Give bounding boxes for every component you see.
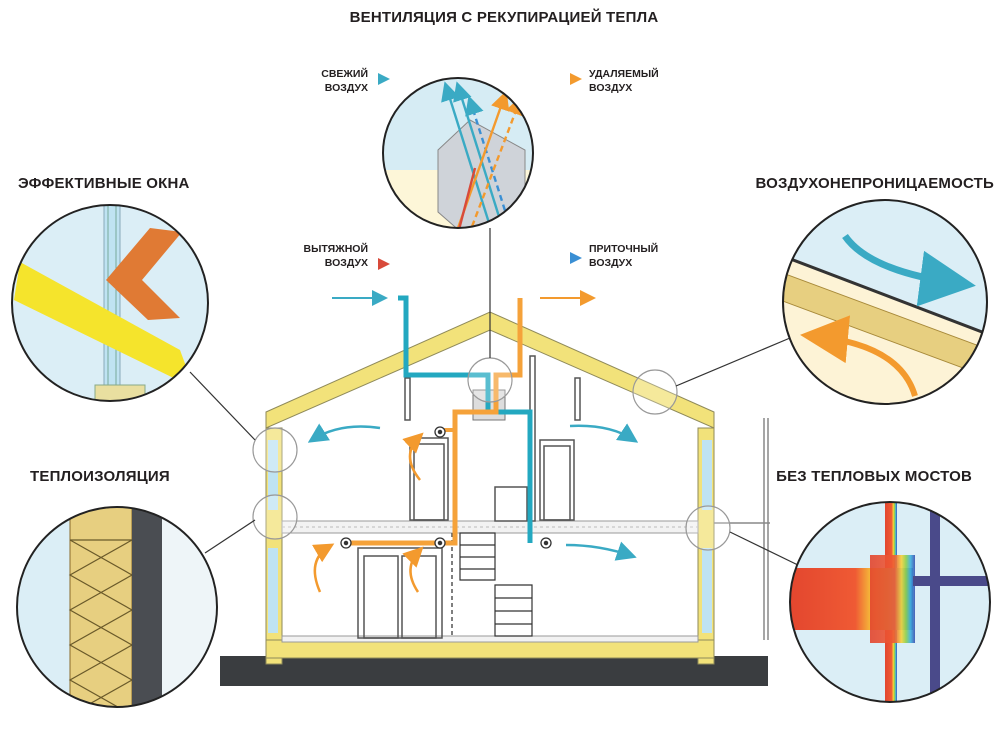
legend-exhaust-air-marker — [378, 258, 390, 270]
label-insulation: ТЕПЛОИЗОЛЯЦИЯ — [30, 468, 170, 485]
floor-insulation — [265, 639, 715, 659]
legend-fresh-air-line1: СВЕЖИЙ — [321, 67, 368, 80]
label-efficient-windows: ЭФФЕКТИВНЫЕ ОКНА — [18, 175, 190, 192]
label-airtightness: ВОЗДУХОНЕПРОНИЦАЕМОСТЬ — [756, 175, 994, 192]
window-left-lower — [268, 548, 278, 633]
balcony-railing — [714, 418, 770, 640]
inside-air-arrow — [800, 315, 918, 397]
fresh-air-duct — [398, 295, 533, 543]
label-no-thermal-bridges: БЕЗ ТЕПЛОВЫХ МОСТОВ — [776, 468, 972, 485]
thermal-bridge-detail — [789, 501, 991, 703]
window-right-lower — [702, 548, 712, 633]
sun-ray-arrow — [14, 262, 194, 388]
legend-exhaust-air-line1: ВЫТЯЖНОЙ — [304, 242, 368, 255]
window-right-upper — [702, 440, 712, 510]
legend-fresh-air-line2: ВОЗДУХ — [325, 82, 368, 94]
house — [189, 228, 803, 686]
legend-exhaust-air-line2: ВОЗДУХ — [325, 257, 368, 269]
labels: ВЕНТИЛЯЦИЯ С РЕКУПИРАЦИЕЙ ТЕПЛА ЭФФЕКТИВ… — [18, 8, 994, 485]
exhaust-air-duct — [345, 298, 523, 546]
interior-walls — [357, 355, 581, 639]
staircase — [459, 532, 533, 637]
heat-recovery-detail — [382, 77, 534, 229]
airtightness-detail — [782, 199, 988, 405]
legend-supply-air-line1: ПРИТОЧНЫЙ — [589, 242, 658, 255]
legend-supply-air-marker — [570, 252, 582, 264]
legend-supply-air-line2: ВОЗДУХ — [589, 257, 632, 269]
detail-highlight-circles — [252, 357, 731, 551]
legend-removed-air-marker — [570, 73, 582, 85]
outside-air-arrow — [842, 233, 976, 307]
leader-lines — [189, 228, 803, 568]
diagram-title: ВЕНТИЛЯЦИЯ С РЕКУПИРАЦИЕЙ ТЕПЛА — [350, 8, 659, 26]
heat-reflect-arrow — [106, 228, 182, 320]
windows-detail — [11, 204, 209, 402]
ground-slab — [220, 656, 768, 686]
legend-removed-air-line2: ВОЗДУХ — [589, 82, 632, 94]
legend-fresh-air-marker — [378, 73, 390, 85]
indoor-airflow-arrows — [307, 423, 639, 593]
duct-outlets — [340, 426, 552, 549]
window-left-upper — [268, 440, 278, 510]
insulation-detail — [16, 506, 218, 708]
legend-removed-air-line1: УДАЛЯЕМЫЙ — [589, 67, 659, 80]
